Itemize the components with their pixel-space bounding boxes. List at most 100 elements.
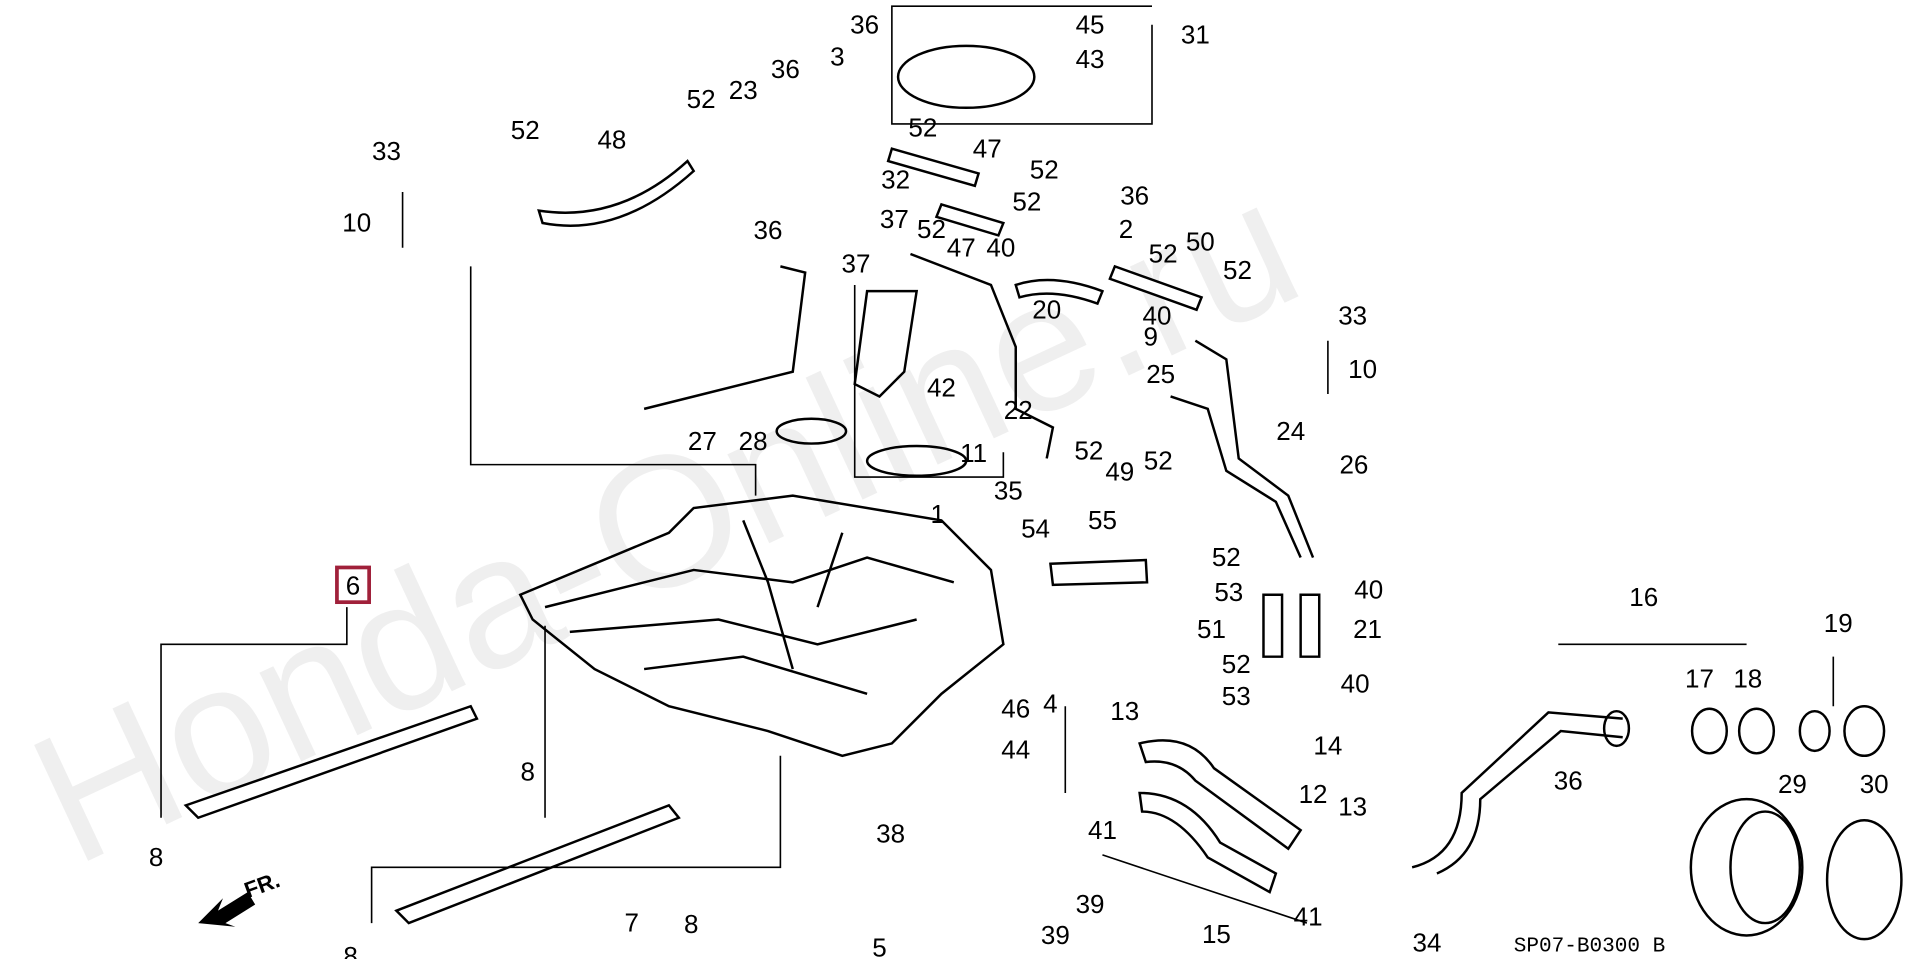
part-label-54: 54	[1021, 514, 1050, 544]
part-label-1: 1	[930, 499, 944, 529]
part-label-52: 52	[917, 214, 946, 244]
part-label-3: 3	[830, 42, 844, 72]
part-label-10: 10	[1348, 354, 1377, 384]
part-label-43: 43	[1076, 44, 1105, 74]
part-label-15: 15	[1202, 919, 1231, 949]
hose-55	[1049, 558, 1149, 587]
part-label-19: 19	[1824, 608, 1853, 638]
part-label-33: 33	[1338, 301, 1367, 331]
part-label-37: 37	[880, 204, 909, 234]
part-label-38: 38	[876, 819, 905, 849]
part-label-18: 18	[1733, 664, 1762, 694]
part-label-51: 51	[1197, 614, 1226, 644]
part-label-27: 27	[688, 426, 717, 456]
part-label-39: 39	[1076, 889, 1105, 919]
tank-strap-6	[183, 704, 479, 820]
part-label-52: 52	[1074, 436, 1103, 466]
part-label-8: 8	[520, 757, 534, 787]
part-label-36: 36	[1554, 765, 1583, 795]
part-label-5: 5	[872, 933, 886, 959]
part-label-48: 48	[597, 125, 626, 155]
tank-strap-7	[394, 803, 681, 925]
part-label-40: 40	[1341, 669, 1370, 699]
highlight-box-part-6	[335, 565, 371, 605]
snap-ring-30	[1825, 818, 1903, 941]
part-label-23: 23	[729, 75, 758, 105]
part-label-53: 53	[1214, 577, 1243, 607]
part-label-52: 52	[1149, 239, 1178, 269]
part-label-39: 39	[1041, 920, 1070, 950]
part-label-10: 10	[342, 208, 371, 238]
diagram-code: SP07-B0300 B	[1514, 935, 1666, 959]
part-label-52: 52	[511, 115, 540, 145]
filler-housing-29	[1689, 797, 1804, 937]
part-label-36: 36	[850, 9, 879, 39]
part-label-2: 2	[1119, 214, 1133, 244]
part-label-45: 45	[1076, 9, 1105, 39]
part-label-41: 41	[1088, 815, 1117, 845]
part-label-36: 36	[771, 54, 800, 84]
part-label-46: 46	[1001, 693, 1030, 723]
part-label-20: 20	[1032, 294, 1061, 324]
part-label-36: 36	[754, 215, 783, 245]
part-label-40: 40	[1142, 301, 1171, 331]
part-label-44: 44	[1001, 734, 1030, 764]
part-label-49: 49	[1105, 457, 1134, 487]
part-label-30: 30	[1860, 769, 1889, 799]
part-label-41: 41	[1294, 902, 1323, 932]
part-label-40: 40	[1354, 574, 1383, 604]
part-label-55: 55	[1088, 505, 1117, 535]
part-label-52: 52	[1212, 542, 1241, 572]
part-label-34: 34	[1413, 928, 1442, 958]
part-label-33: 33	[372, 136, 401, 166]
part-label-52: 52	[1222, 649, 1251, 679]
part-label-37: 37	[841, 249, 870, 279]
part-label-21: 21	[1353, 614, 1382, 644]
fuel-tank	[518, 494, 1005, 758]
part-label-47: 47	[973, 133, 1002, 163]
part-label-7: 7	[625, 908, 639, 938]
drawing: FR.	[160, 5, 1903, 941]
part-label-24: 24	[1276, 416, 1305, 446]
part-label-26: 26	[1339, 449, 1368, 479]
part-label-4: 4	[1043, 688, 1057, 718]
part-label-53: 53	[1222, 681, 1251, 711]
part-label-16: 16	[1629, 582, 1658, 612]
part-label-8: 8	[149, 842, 163, 872]
part-label-42: 42	[927, 372, 956, 402]
part-label-12: 12	[1299, 779, 1328, 809]
part-label-9: 9	[1144, 322, 1158, 352]
hose-48	[537, 159, 696, 227]
part-label-25: 25	[1146, 359, 1175, 389]
part-label-22: 22	[1004, 395, 1033, 425]
part-label-47: 47	[947, 232, 976, 262]
part-label-28: 28	[739, 426, 768, 456]
part-label-17: 17	[1685, 664, 1714, 694]
part-label-8: 8	[343, 941, 357, 959]
direction-label: FR.	[241, 867, 283, 903]
part-label-11: 11	[960, 438, 987, 468]
part-label-40: 40	[986, 232, 1015, 262]
front-direction-arrow	[198, 892, 256, 927]
part-label-52: 52	[908, 112, 937, 142]
part-label-31: 31	[1181, 19, 1210, 49]
watermark: Honda-Online.ru	[4, 140, 1327, 904]
part-label-52: 52	[1012, 187, 1041, 217]
part-label-14: 14	[1313, 731, 1342, 761]
part-label-8: 8	[684, 909, 698, 939]
part-label-50: 50	[1186, 226, 1215, 256]
part-label-52: 52	[687, 84, 716, 114]
part-label-6: 6	[346, 571, 360, 601]
part-label-35: 35	[994, 475, 1023, 505]
part-label-52: 52	[1223, 255, 1252, 285]
part-label-36: 36	[1120, 180, 1149, 210]
part-label-52: 52	[1030, 154, 1059, 184]
part-label-13: 13	[1110, 696, 1139, 726]
part-label-32: 32	[881, 164, 910, 194]
part-label-52: 52	[1144, 446, 1173, 476]
part-label-13: 13	[1338, 791, 1367, 821]
part-label-29: 29	[1778, 769, 1807, 799]
filler-pipe	[1411, 711, 1623, 875]
